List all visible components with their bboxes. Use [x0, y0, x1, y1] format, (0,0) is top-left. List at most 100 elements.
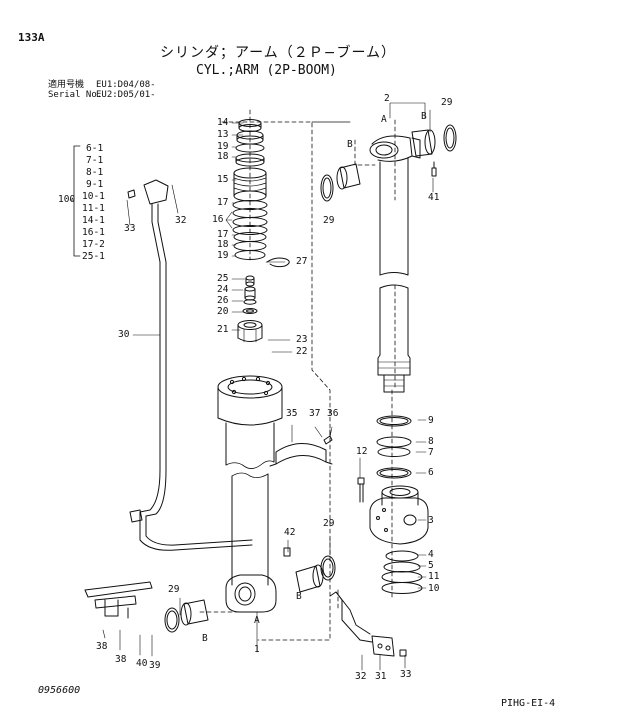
- callout-24: 24: [217, 284, 229, 295]
- kit-item: 16-1: [82, 227, 105, 238]
- callout-11: 11: [428, 571, 440, 582]
- kit-item: 8-1: [86, 167, 104, 178]
- callout-4: 4: [428, 549, 434, 560]
- callout-30: 30: [118, 329, 130, 340]
- kit-item: 14-1: [82, 215, 105, 226]
- callout-19: 19: [217, 141, 229, 152]
- callout-26: 26: [217, 295, 229, 306]
- callout-3: 3: [428, 515, 434, 526]
- assembly-guide-lines: [199, 109, 396, 641]
- callout-B-mid: B: [296, 591, 302, 602]
- callout-37: 37: [309, 408, 321, 419]
- callout-35: 35: [286, 408, 298, 419]
- callout-38a: 38: [96, 641, 108, 652]
- head-seals: [376, 415, 412, 479]
- piston-rings-lower: [381, 550, 423, 594]
- serial-row2-label: Serial No.: [48, 90, 103, 100]
- callout-23: 23: [296, 334, 308, 345]
- callout-32-top: 32: [175, 215, 187, 226]
- kit-bracket: [69, 145, 81, 257]
- callout-31: 31: [375, 671, 387, 682]
- callout-16: 16: [212, 214, 224, 225]
- callout-14: 14: [217, 117, 229, 128]
- kit-item: 25-1: [82, 251, 105, 262]
- rod-bushings: [320, 124, 457, 202]
- serial-row1-label: 適用号機: [48, 80, 85, 90]
- kit-item: 9-1: [86, 179, 104, 190]
- callout-38b: 38: [115, 654, 127, 665]
- drawing-code: 0956600: [38, 685, 81, 696]
- title-english: CYL.;ARM (2P-BOOM): [196, 63, 337, 78]
- callout-6: 6: [428, 467, 434, 478]
- grease-nipple: [431, 161, 437, 177]
- sheet-code: PIHG-EI-4: [501, 698, 556, 709]
- callout-A-bottom: A: [254, 615, 260, 626]
- clip-27: [266, 257, 290, 268]
- title-japanese: シリンダ；アーム（２Ｐ−ブーム）: [160, 45, 397, 61]
- callout-41: 41: [428, 192, 440, 203]
- callout-29-bottom: 29: [168, 584, 180, 595]
- kit-item: 17-2: [82, 239, 105, 250]
- callout-21: 21: [217, 324, 229, 335]
- lower-bushings: [164, 555, 336, 633]
- kit-number: 100: [58, 194, 76, 205]
- bolt-12: [357, 477, 365, 503]
- kit-item: 7-1: [86, 155, 104, 166]
- leader-lines: [102, 102, 434, 671]
- callout-42: 42: [284, 527, 296, 538]
- callout-18: 18: [217, 151, 229, 162]
- callout-13: 13: [217, 129, 229, 140]
- small-parts-column: [242, 275, 258, 314]
- callout-39: 39: [149, 660, 161, 671]
- callout-9: 9: [428, 415, 434, 426]
- callout-25: 25: [217, 273, 229, 284]
- callout-29-top: 29: [441, 97, 453, 108]
- callout-29-left: 29: [323, 215, 335, 226]
- callout-7: 7: [428, 447, 434, 458]
- callout-18b: 18: [217, 239, 229, 250]
- callout-40: 40: [136, 658, 148, 669]
- callout-15: 15: [217, 174, 229, 185]
- piston-rings: [232, 200, 268, 260]
- cylinder-rod: [369, 135, 421, 393]
- callout-B-top-right: B: [421, 111, 427, 122]
- callout-1: 1: [254, 644, 260, 655]
- seal-stack: [235, 119, 265, 167]
- callout-36: 36: [327, 408, 339, 419]
- callout-17: 17: [217, 197, 229, 208]
- kit-item: 10-1: [82, 191, 105, 202]
- callout-B-bottom: B: [202, 633, 208, 644]
- bolt-33: [127, 189, 136, 199]
- band-bolt: [323, 429, 333, 445]
- callout-33-top: 33: [124, 223, 136, 234]
- callout-B-top-left: B: [347, 139, 353, 150]
- serial-row2-value: EU2:D05/01-: [96, 90, 156, 100]
- callout-5: 5: [428, 560, 434, 571]
- piston-nut: [237, 320, 263, 343]
- kit-item: 11-1: [82, 203, 105, 214]
- callout-33-bottom: 33: [400, 669, 412, 680]
- pipe-band: [275, 443, 327, 465]
- serial-row1-value: EU1:D04/08-: [96, 80, 156, 90]
- hydraulic-pipe-31: [329, 591, 395, 657]
- callout-8: 8: [428, 436, 434, 447]
- callout-20: 20: [217, 306, 229, 317]
- callout-17b: 17: [217, 229, 229, 240]
- callout-29-mid: 29: [323, 518, 335, 529]
- grease-42: [283, 547, 291, 557]
- clamp-38: [84, 581, 153, 609]
- callout-12: 12: [356, 446, 368, 457]
- kit-item: 6-1: [86, 143, 104, 154]
- bolt-33-right: [399, 649, 407, 657]
- hydraulic-pipe-30: [129, 179, 253, 551]
- piston-head: [369, 485, 429, 545]
- callout-27: 27: [296, 256, 308, 267]
- callout-19b: 19: [217, 250, 229, 261]
- cylinder-tube: [217, 375, 283, 613]
- callout-10: 10: [428, 583, 440, 594]
- callout-2: 2: [384, 93, 390, 104]
- callout-32-bottom: 32: [355, 671, 367, 682]
- callout-22: 22: [296, 346, 308, 357]
